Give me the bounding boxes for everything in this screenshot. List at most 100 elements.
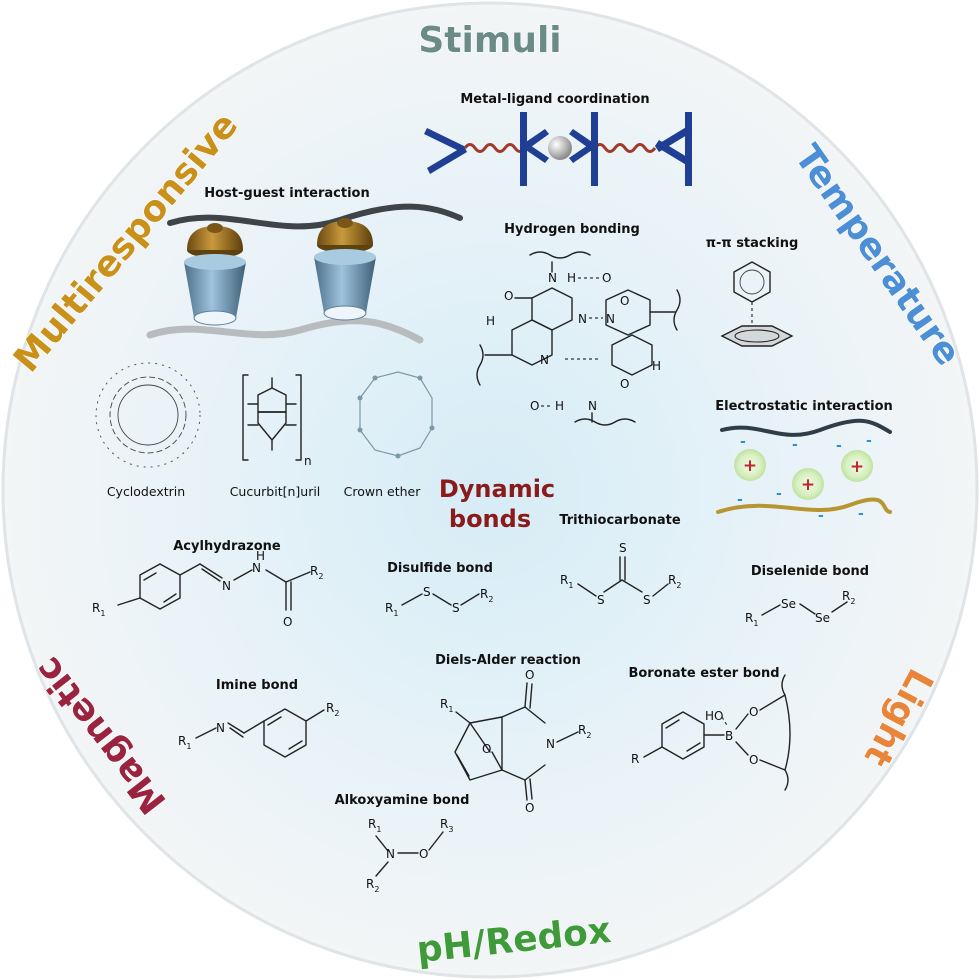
svg-text:N: N xyxy=(546,737,555,751)
ligand-left-inner xyxy=(520,112,549,186)
svg-text:+: + xyxy=(801,475,815,495)
svg-text:+: + xyxy=(743,456,757,476)
trithiocarbonate-title: Trithiocarbonate xyxy=(559,513,681,528)
svg-text:HO: HO xyxy=(705,709,723,723)
crown-ether-structure xyxy=(357,371,435,459)
svg-text:R1: R1 xyxy=(92,601,105,618)
svg-text:N: N xyxy=(588,399,597,413)
svg-text:-: - xyxy=(818,508,824,524)
svg-text:-: - xyxy=(740,434,746,450)
imine-panel: Imine bond R1 N R2 xyxy=(178,678,339,758)
hydrogen-bonding-panel: Hydrogen bonding N H O O N N H O H N O H… xyxy=(476,222,681,426)
svg-text:N: N xyxy=(252,561,261,575)
electrostatic-panel: Electrostatic interaction - - - - - - - … xyxy=(715,399,893,524)
svg-text:-: - xyxy=(776,486,782,502)
electrostatic-bottom-chain xyxy=(716,497,892,514)
center-title-line2: bonds xyxy=(449,505,531,533)
svg-text:O: O xyxy=(602,271,611,285)
svg-text:N: N xyxy=(606,312,615,326)
host-guest-bottom-chain xyxy=(146,317,424,344)
imine-title: Imine bond xyxy=(216,678,298,693)
svg-text:-: - xyxy=(792,437,798,453)
host-label-cucurbituril: Cucurbit[n]uril xyxy=(230,484,321,499)
host-molecules: Cyclodextrin n Cucurbit[n]uril Crown eth… xyxy=(95,362,435,499)
svg-text:N: N xyxy=(548,271,557,285)
svg-text:H: H xyxy=(567,271,576,285)
svg-text:n: n xyxy=(304,454,312,468)
svg-text:S: S xyxy=(643,593,651,607)
pi-stacking-title: π-π stacking xyxy=(706,236,799,251)
svg-text:S: S xyxy=(597,593,605,607)
ligand-far-left xyxy=(424,128,467,174)
svg-text:N: N xyxy=(540,353,549,367)
acylhydrazone-panel: Acylhydrazone R1 N N H R2 O xyxy=(92,539,323,629)
host-label-crown-ether: Crown ether xyxy=(344,484,422,499)
svg-text:H: H xyxy=(486,314,495,328)
disulfide-title: Disulfide bond xyxy=(387,561,493,576)
pi-stacking-panel: π-π stacking xyxy=(706,236,799,347)
svg-text:N: N xyxy=(578,312,587,326)
svg-text:O: O xyxy=(749,705,758,719)
svg-text:H: H xyxy=(652,359,661,373)
svg-text:N: N xyxy=(386,847,395,861)
diselenide-title: Diselenide bond xyxy=(751,564,869,579)
svg-text:H: H xyxy=(256,549,265,563)
svg-text:R1: R1 xyxy=(560,573,573,590)
center-title: Dynamic bonds xyxy=(439,475,555,533)
svg-text:R: R xyxy=(631,752,639,766)
svg-text:O: O xyxy=(620,377,629,391)
svg-text:O: O xyxy=(419,847,428,861)
boronate-panel: Boronate ester bond R B HO O O xyxy=(628,666,791,791)
svg-text:R1: R1 xyxy=(368,817,381,834)
svg-text:R2: R2 xyxy=(842,589,855,606)
alkoxyamine-title: Alkoxyamine bond xyxy=(335,793,470,808)
cucurbituril-structure: n xyxy=(242,374,312,468)
metal-ligand-linker-right xyxy=(593,143,657,153)
host-guest-title: Host-guest interaction xyxy=(204,186,370,201)
svg-text:O: O xyxy=(749,753,758,767)
svg-text:-: - xyxy=(866,433,872,449)
metal-ligand-title: Metal-ligand coordination xyxy=(460,92,649,107)
svg-text:S: S xyxy=(423,585,431,599)
svg-text:R1: R1 xyxy=(440,697,453,714)
svg-text:O: O xyxy=(482,742,491,756)
svg-text:R2: R2 xyxy=(366,877,379,894)
boronate-title: Boronate ester bond xyxy=(628,666,779,681)
disulfide-panel: Disulfide bond R1 S S R2 xyxy=(385,561,493,618)
svg-text:N: N xyxy=(222,579,231,593)
alkoxyamine-panel: Alkoxyamine bond R1 N R2 O R3 xyxy=(335,793,470,894)
svg-text:O: O xyxy=(283,615,292,629)
diselenide-panel: Diselenide bond R1 Se Se R2 xyxy=(745,564,869,628)
svg-text:Se: Se xyxy=(781,597,796,611)
svg-text:+: + xyxy=(850,457,864,477)
svg-text:N: N xyxy=(216,721,225,735)
trithiocarbonate-panel: Trithiocarbonate S S S R1 R2 xyxy=(559,513,681,607)
svg-text:-: - xyxy=(858,506,864,522)
svg-text:O: O xyxy=(525,668,534,682)
svg-text:R2: R2 xyxy=(480,587,493,604)
host-label-cyclodextrin: Cyclodextrin xyxy=(107,484,185,499)
acylhydrazone-title: Acylhydrazone xyxy=(173,539,281,554)
cyclodextrin-structure xyxy=(95,362,201,468)
electrostatic-top-chain xyxy=(720,418,892,437)
svg-text:S: S xyxy=(619,541,627,555)
svg-text:H: H xyxy=(555,399,564,413)
svg-text:R2: R2 xyxy=(310,564,323,581)
svg-text:Se: Se xyxy=(815,611,830,625)
svg-text:R1: R1 xyxy=(178,734,191,751)
svg-text:R2: R2 xyxy=(578,723,591,740)
stimulus-top: Stimuli xyxy=(418,20,561,61)
host-guest-unit-right xyxy=(314,218,376,321)
host-guest-unit-left xyxy=(184,223,246,326)
svg-text:O: O xyxy=(530,399,539,413)
diels-alder-panel: Diels-Alder reaction R1 O O O N R2 xyxy=(435,653,591,815)
diels-alder-title: Diels-Alder reaction xyxy=(435,653,581,668)
center-title-line1: Dynamic xyxy=(439,475,555,503)
svg-text:R1: R1 xyxy=(745,611,758,628)
svg-text:R3: R3 xyxy=(440,817,453,834)
hydrogen-bonding-title: Hydrogen bonding xyxy=(504,222,640,237)
ligand-far-right xyxy=(655,112,692,186)
svg-text:-: - xyxy=(836,438,842,454)
